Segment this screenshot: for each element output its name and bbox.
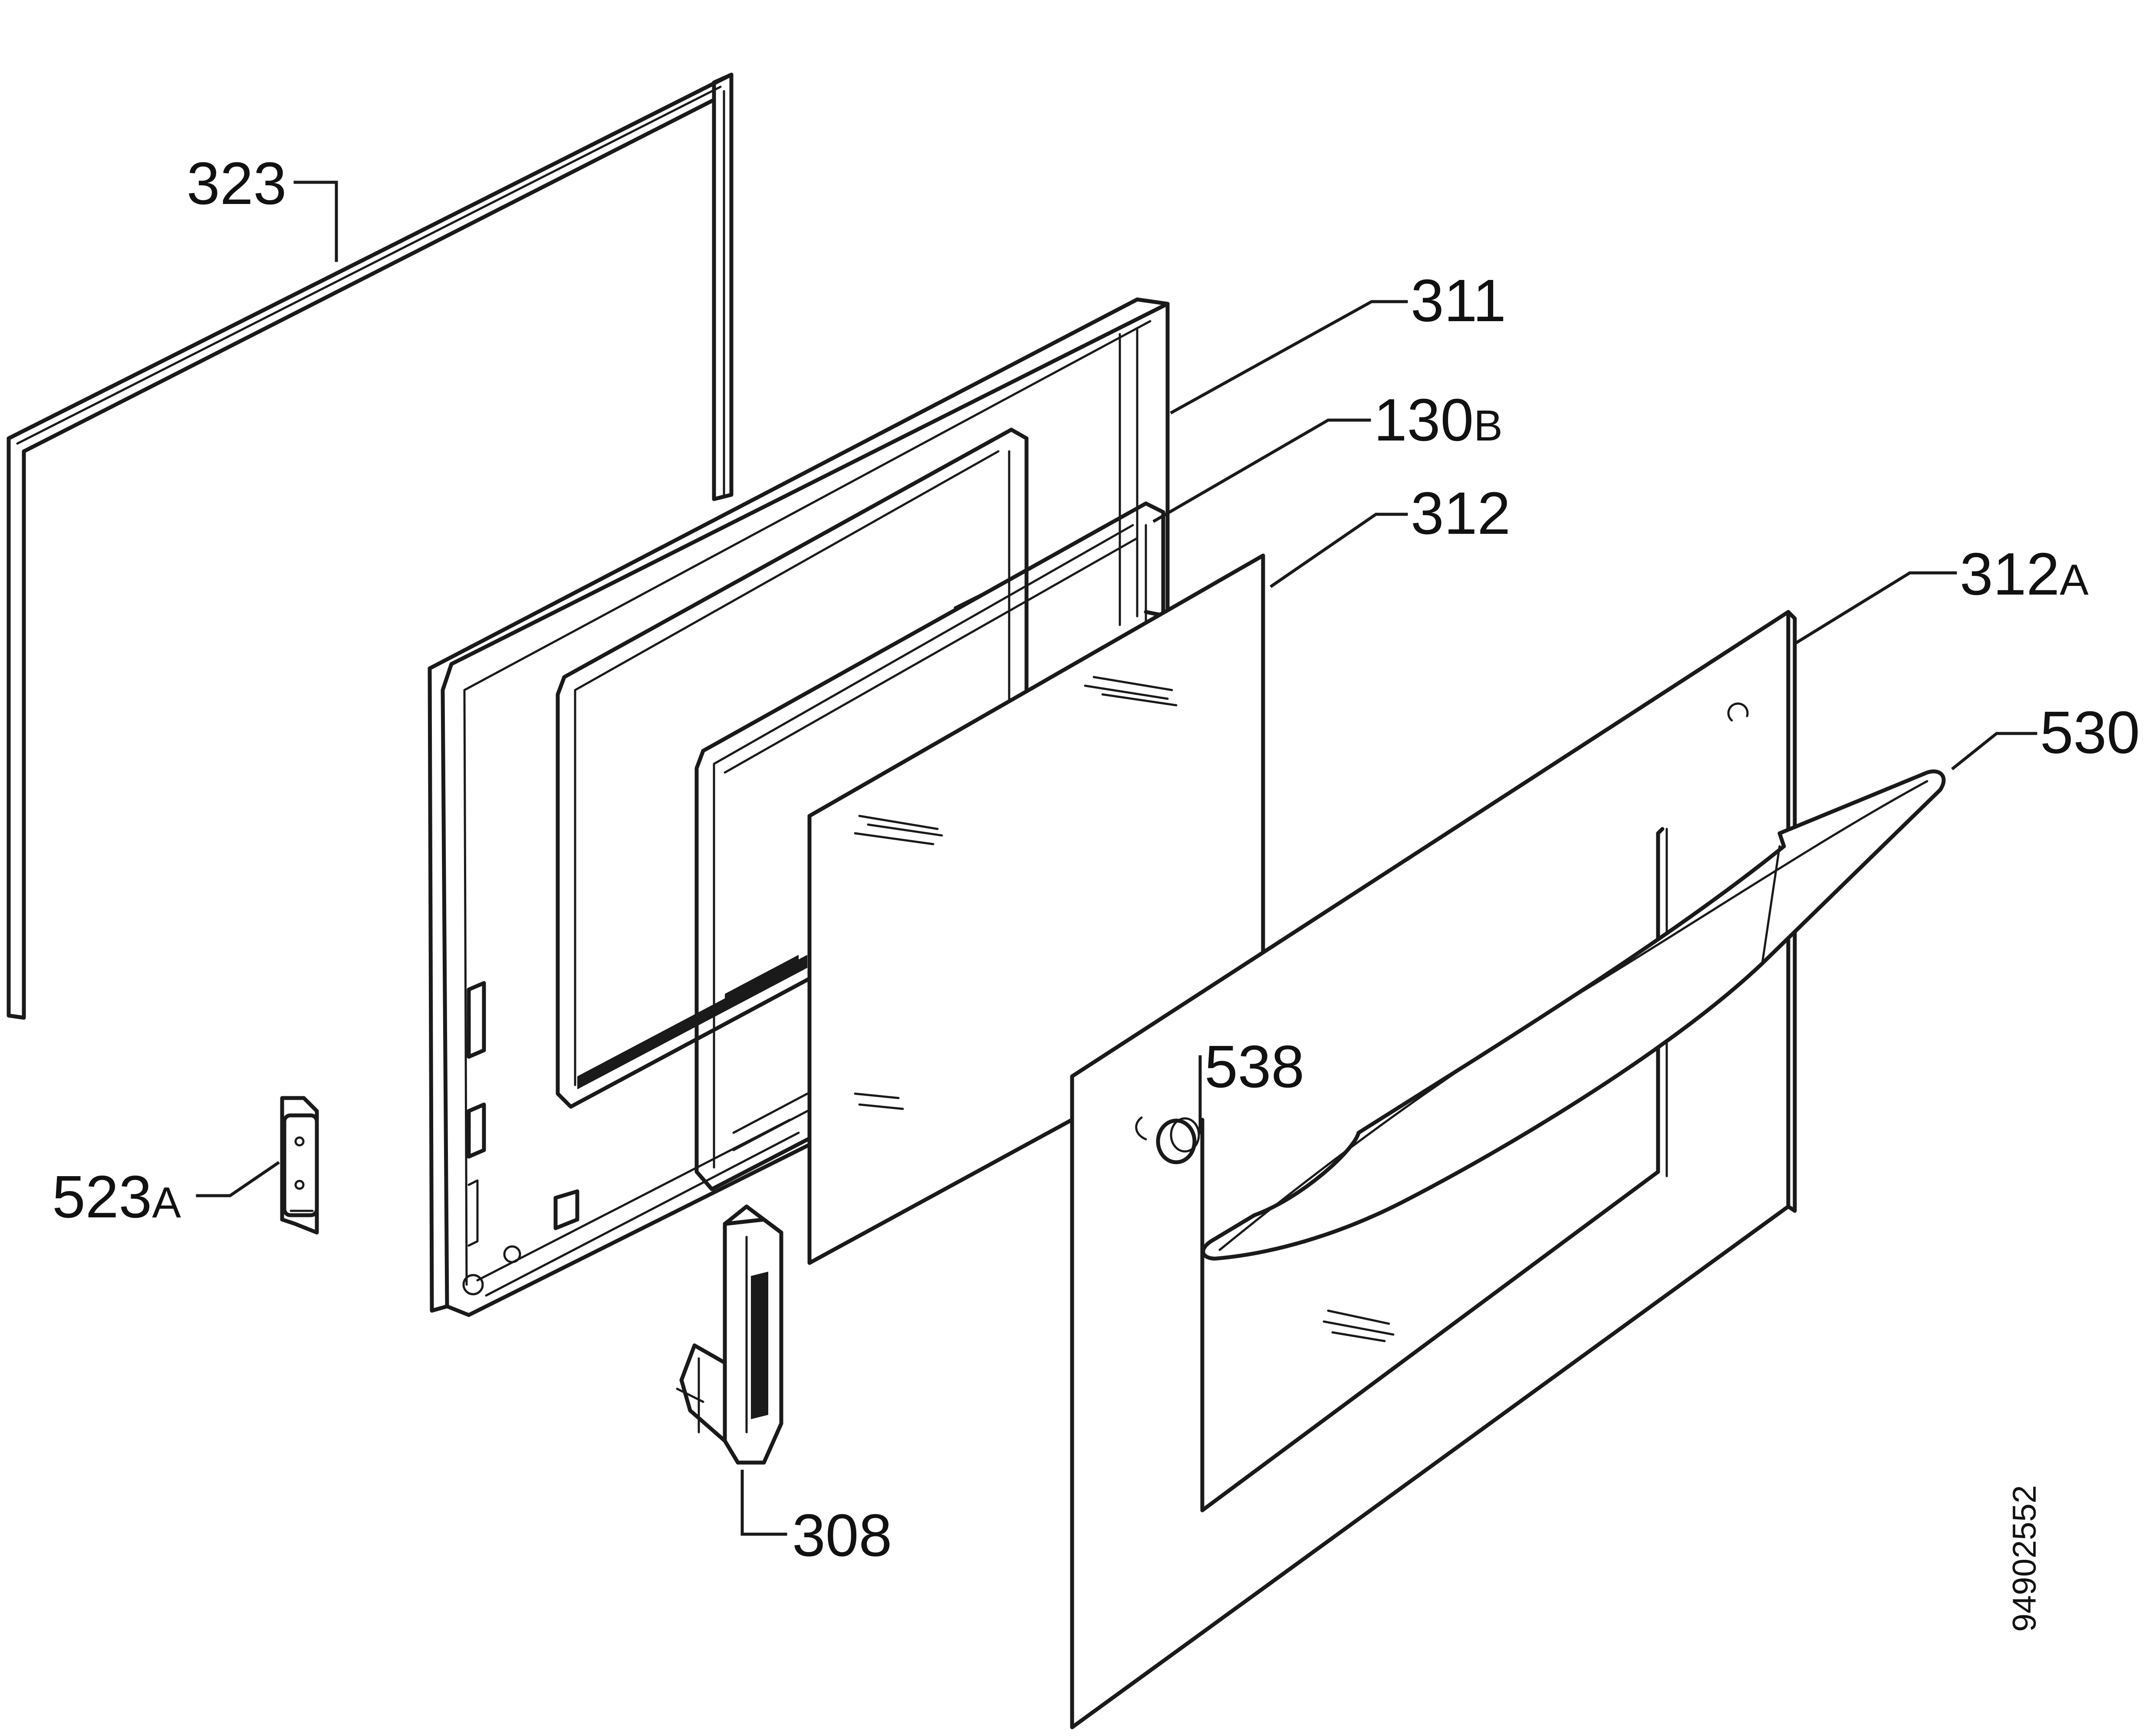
part-door-handle xyxy=(1201,769,1946,1261)
callout-538: 538 xyxy=(1204,1033,1304,1100)
leader-312A xyxy=(1795,571,1957,644)
part-door-gasket xyxy=(7,72,734,1020)
callout-labels: 323 311 130B 312 312A 530 538 523A 308 xyxy=(52,150,2140,1569)
leader-130B xyxy=(1152,418,1371,523)
callout-312A: 312A xyxy=(1960,541,2089,608)
leader-311 xyxy=(1170,300,1408,414)
callout-323: 323 xyxy=(187,150,286,217)
leader-530 xyxy=(1951,732,2037,770)
callout-308: 308 xyxy=(792,1502,892,1569)
callout-530: 530 xyxy=(2040,699,2140,766)
leader-323 xyxy=(293,181,338,262)
leader-308 xyxy=(740,1470,787,1536)
part-door-hinge xyxy=(676,1204,783,1465)
document-number: 94902552 xyxy=(2006,1485,2043,1632)
part-inner-glass-pane xyxy=(807,553,1265,1265)
callout-311: 311 xyxy=(1411,267,1506,334)
leader-312 xyxy=(1270,513,1408,588)
leader-523A xyxy=(196,1161,280,1197)
callout-523A: 523A xyxy=(52,1164,181,1230)
part-handle-bushing xyxy=(1135,1116,1200,1164)
callout-leaders xyxy=(196,181,2037,1536)
callout-130B: 130B xyxy=(1374,387,1503,454)
callout-312: 312 xyxy=(1411,480,1510,547)
part-hinge-receiver xyxy=(280,1096,319,1235)
